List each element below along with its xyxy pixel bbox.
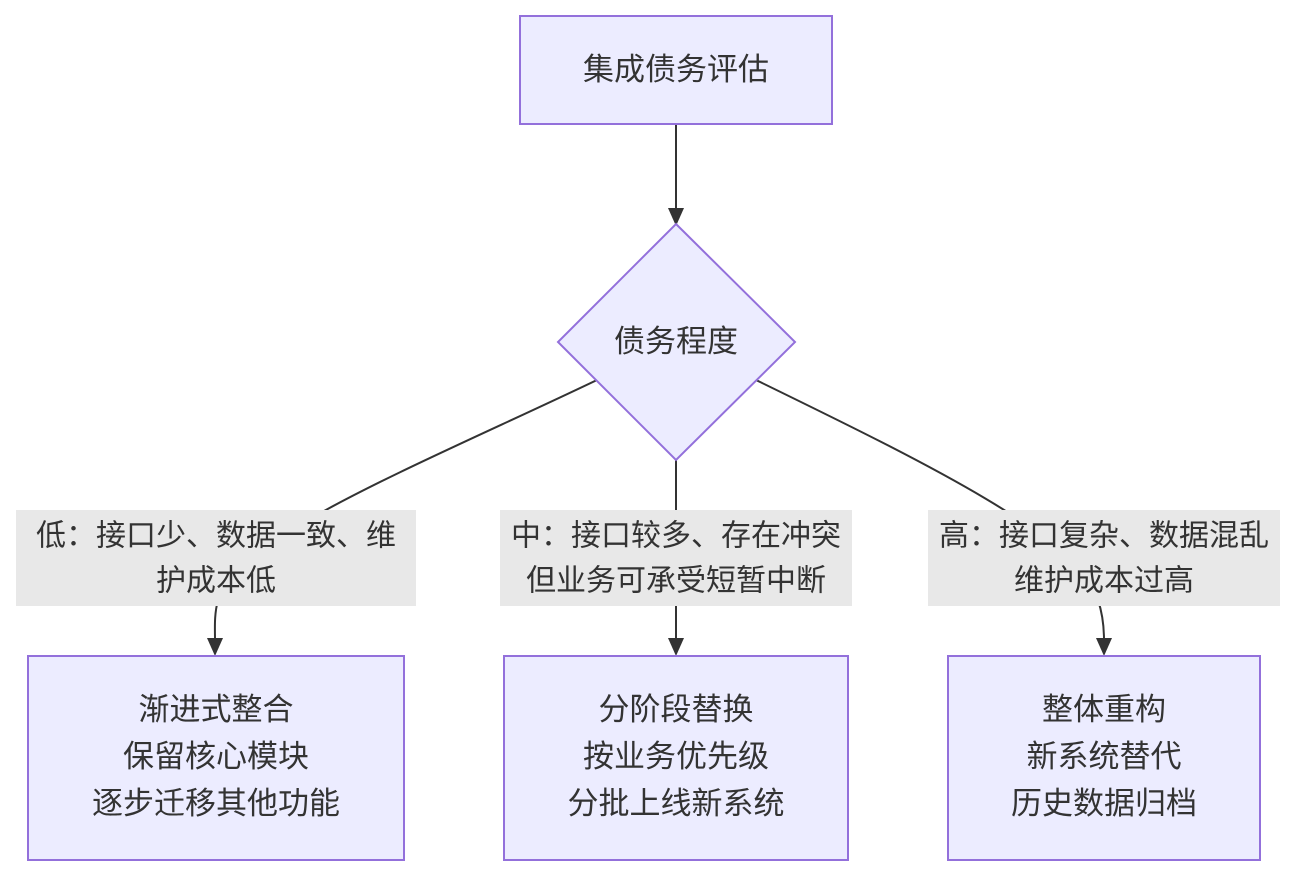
outcome-node-high-line2: 新系统替代 xyxy=(1027,739,1182,775)
outcome-node-high-box xyxy=(947,655,1261,861)
outcome-node-low-box xyxy=(27,655,405,861)
edge-label-medium-line1: 中：接口较多、存在冲突 xyxy=(511,519,841,554)
edge-label-medium: 中：接口较多、存在冲突 但业务可承受短暂中断 xyxy=(500,510,852,606)
outcome-node-medium-line2: 按业务优先级 xyxy=(583,739,769,775)
edge-label-high-line2: 维护成本过高 xyxy=(1014,564,1194,599)
edge-label-medium-bg xyxy=(500,510,852,606)
outcome-node-high: 整体重构 新系统替代 历史数据归档 xyxy=(947,655,1261,861)
outcome-node-low: 渐进式整合 保留核心模块 逐步迁移其他功能 xyxy=(27,655,405,861)
outcome-node-high-line3: 历史数据归档 xyxy=(1011,786,1197,822)
outcome-node-medium-box xyxy=(503,655,849,861)
arrowhead-decision xyxy=(668,208,684,226)
edge-label-low-line1: 低：接口少、数据一致、维 xyxy=(36,519,396,554)
decision-node: 债务程度 xyxy=(556,222,797,462)
outcome-node-medium-line1: 分阶段替换 xyxy=(599,692,754,728)
outcome-node-medium: 分阶段替换 按业务优先级 分批上线新系统 xyxy=(503,655,849,861)
outcome-node-medium-line3: 分批上线新系统 xyxy=(568,786,785,822)
outcome-node-high-line1: 整体重构 xyxy=(1042,692,1166,728)
edge-label-high-bg xyxy=(928,510,1280,606)
edge-label-low-line2: 护成本低 xyxy=(156,564,276,599)
outcome-node-low-line1: 渐进式整合 xyxy=(139,692,294,728)
edge-label-low-bg xyxy=(16,510,416,606)
arrowhead-high xyxy=(1096,638,1112,656)
decision-node-label: 债务程度 xyxy=(614,324,738,360)
edge-label-low: 低：接口少、数据一致、维 护成本低 xyxy=(16,510,416,606)
decision-node-diamond xyxy=(556,222,797,462)
outcome-node-low-line2: 保留核心模块 xyxy=(123,739,309,775)
edge-label-high-line1: 高：接口复杂、数据混乱 xyxy=(939,519,1269,554)
edge-label-high: 高：接口复杂、数据混乱 维护成本过高 xyxy=(928,510,1280,606)
outcome-node-low-line3: 逐步迁移其他功能 xyxy=(92,786,340,822)
edge-label-medium-line2: 但业务可承受短暂中断 xyxy=(526,564,826,599)
arrowhead-medium xyxy=(668,638,684,656)
start-node-label: 集成债务评估 xyxy=(583,52,769,88)
start-node: 集成债务评估 xyxy=(519,15,833,125)
arrowhead-low xyxy=(207,638,223,656)
start-node-box xyxy=(519,15,833,125)
